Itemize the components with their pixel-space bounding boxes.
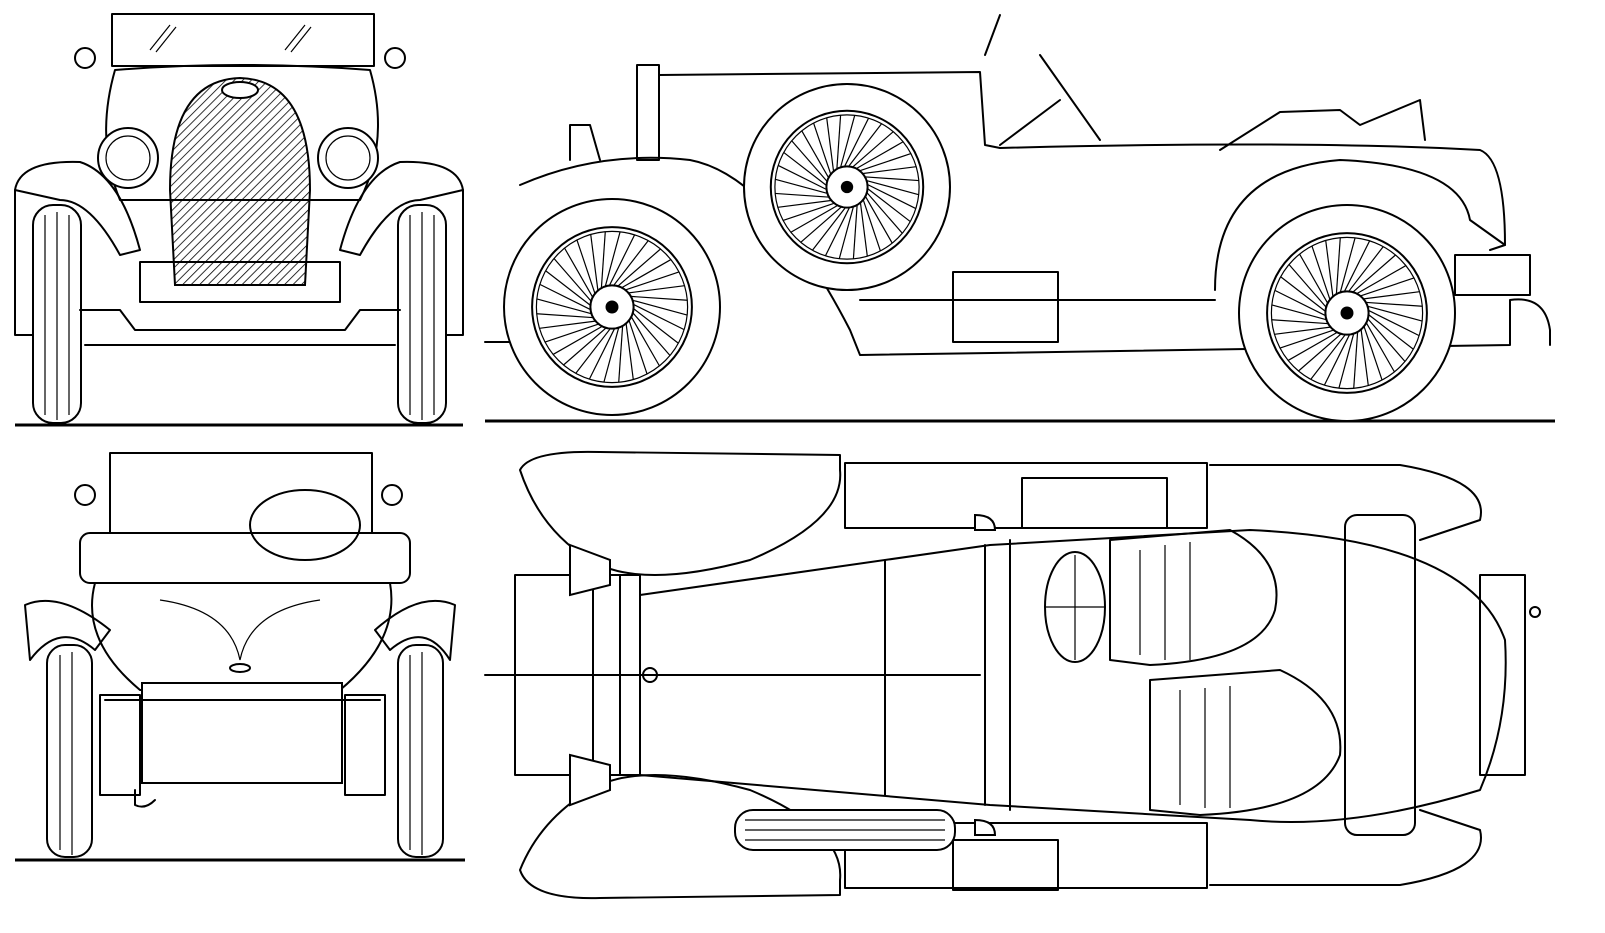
running-board-left	[844, 462, 1208, 529]
headlamp	[569, 543, 611, 597]
fender-right	[339, 160, 464, 256]
step-box	[952, 271, 1059, 343]
side-lamp	[384, 47, 406, 69]
seat-driver	[1109, 529, 1278, 666]
front-fender-left	[519, 450, 842, 576]
front-wheel	[503, 198, 721, 416]
radiator-cap	[636, 64, 660, 161]
windscreen	[111, 13, 375, 67]
tyre-right	[397, 644, 444, 858]
spare-wheel	[743, 83, 951, 291]
running-board-right	[844, 822, 1208, 889]
hood-folded	[1219, 99, 1426, 151]
front-axle	[79, 309, 401, 331]
rear-deck	[1344, 514, 1416, 836]
fuel-tank	[141, 682, 343, 784]
body-top	[639, 529, 1507, 823]
rear-view	[15, 452, 465, 862]
rear-wheel	[1238, 204, 1456, 422]
front-view	[14, 13, 464, 427]
rear-deck	[79, 532, 411, 584]
fender-left	[14, 160, 141, 256]
top-view	[484, 450, 1541, 900]
windscreen-frame	[109, 452, 373, 534]
tyre-left	[46, 644, 93, 858]
wheels	[503, 83, 1456, 422]
steering-column	[984, 14, 1101, 146]
headlamp	[317, 127, 379, 189]
body-outline	[658, 71, 1506, 251]
radiator-grille	[168, 76, 312, 286]
headlamp	[569, 753, 611, 807]
steering-wheel	[249, 489, 361, 561]
side-lamp	[74, 47, 96, 69]
fender-right	[374, 599, 456, 661]
seat-passenger	[1149, 669, 1342, 816]
fender-left	[24, 599, 111, 661]
steering-wheel	[1044, 551, 1106, 663]
front-fender-right	[519, 774, 842, 900]
rear-frame	[1479, 574, 1526, 776]
headlamp	[97, 127, 159, 189]
